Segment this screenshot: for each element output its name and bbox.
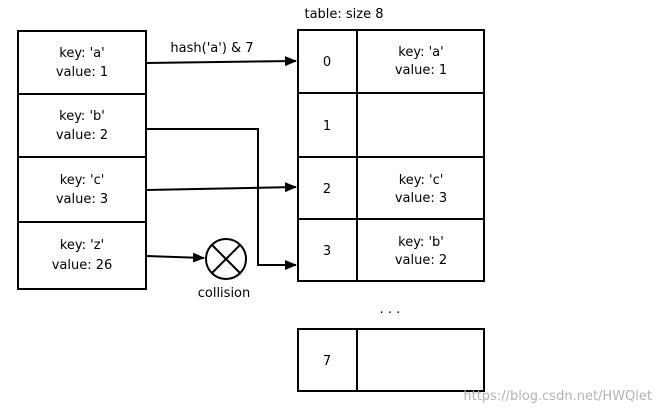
collision-icon	[205, 238, 247, 280]
arrow-z-to-collision	[145, 252, 205, 263]
slot-index: 3	[323, 244, 331, 259]
slot-2: 2 key: 'c' value: 3	[297, 156, 485, 220]
slot-1: 1	[297, 92, 485, 158]
hash-table: 0 key: 'a' value: 1 1 2 key: 'c' value: …	[297, 29, 485, 392]
entry-value: value: 1	[56, 65, 108, 80]
slot-index-cell	[297, 92, 358, 158]
ellipsis: . . .	[380, 302, 401, 317]
entry-box	[17, 30, 147, 95]
entry-box	[17, 156, 147, 223]
entry-key: key: 'b'	[59, 109, 105, 124]
slot-value: value: 2	[395, 253, 447, 268]
entry-value: value: 2	[56, 128, 108, 143]
entry-b: key: 'b' value: 2	[17, 93, 147, 158]
slot-entry-cell	[356, 29, 485, 94]
entry-box	[17, 93, 147, 158]
arrow-c-to-slot-2	[145, 182, 297, 193]
entry-value: value: 26	[52, 258, 113, 273]
slot-value: value: 3	[395, 191, 447, 206]
slot-index-cell	[297, 328, 358, 392]
watermark: https://blog.csdn.net/HWQlet	[463, 389, 652, 404]
entry-a: key: 'a' value: 1	[17, 30, 147, 95]
slot-7: 7	[297, 328, 485, 392]
slot-entry-cell	[356, 218, 485, 282]
connectors: hash('a') & 7	[145, 41, 297, 270]
entry-c: key: 'c' value: 3	[17, 156, 147, 223]
arrow-b-to-slot-3	[146, 128, 297, 270]
slot-entry-cell	[356, 156, 485, 220]
slot-0: 0 key: 'a' value: 1	[297, 29, 485, 94]
slot-value: value: 1	[395, 63, 447, 78]
entry-z: key: 'z' value: 26	[17, 221, 147, 290]
slot-index: 0	[323, 55, 331, 70]
slot-entry-cell	[356, 328, 485, 392]
entry-key: key: 'z'	[60, 238, 104, 253]
entry-value: value: 3	[56, 192, 108, 207]
table-title: table: size 8	[304, 7, 383, 22]
entry-key: key: 'a'	[59, 46, 104, 61]
slot-index: 2	[323, 182, 331, 197]
slot-index: 7	[323, 354, 331, 369]
arrow-a-to-slot-0	[145, 56, 297, 67]
slot-key: key: 'b'	[398, 235, 444, 250]
slot-index-cell	[297, 29, 358, 94]
hash-label: hash('a') & 7	[170, 41, 253, 56]
entry-key: key: 'c'	[60, 173, 105, 188]
collision-label: collision	[198, 286, 251, 301]
slot-3: 3 key: 'b' value: 2	[297, 218, 485, 282]
entry-box	[17, 221, 147, 290]
slot-key: key: 'a'	[398, 45, 443, 60]
entry-list: key: 'a' value: 1 key: 'b' value: 2 key:…	[17, 30, 147, 290]
slot-entry-cell	[356, 92, 485, 158]
slot-index: 1	[323, 119, 331, 134]
slot-key: key: 'c'	[399, 173, 444, 188]
